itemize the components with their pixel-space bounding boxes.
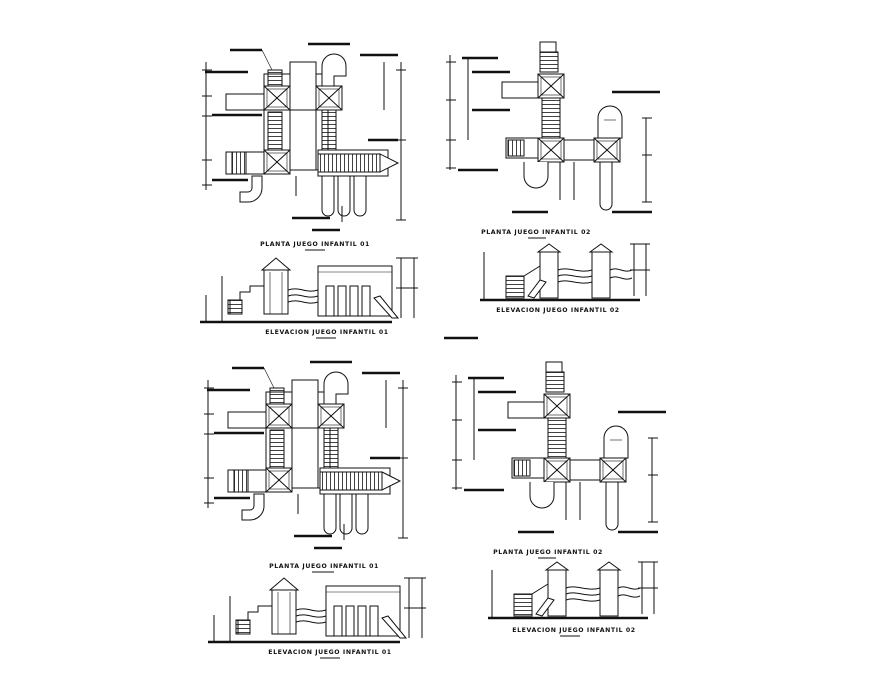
caption-elev-01-top: ELEVACION JUEGO INFANTIL 01 xyxy=(265,329,388,336)
plan-juego-01-top xyxy=(202,44,406,230)
plan-juego-02-bottom xyxy=(452,362,666,532)
plan-juego-02-top xyxy=(446,42,660,212)
elevation-juego-01-bottom xyxy=(206,576,428,644)
elevation-juego-01-top xyxy=(198,256,420,324)
elevation-juego-02-top xyxy=(478,242,652,302)
caption-plan-01-bottom: PLANTA JUEGO INFANTIL 01 xyxy=(269,563,379,570)
caption-elev-02-top: ELEVACION JUEGO INFANTIL 02 xyxy=(496,307,619,314)
caption-plan-02-bottom: PLANTA JUEGO INFANTIL 02 xyxy=(493,549,603,556)
caption-elev-02-bottom: ELEVACION JUEGO INFANTIL 02 xyxy=(512,627,635,634)
caption-plan-01-top: PLANTA JUEGO INFANTIL 01 xyxy=(260,241,370,248)
caption-elev-01-bottom: ELEVACION JUEGO INFANTIL 01 xyxy=(268,649,391,656)
caption-plan-02-top: PLANTA JUEGO INFANTIL 02 xyxy=(481,229,591,236)
elevation-juego-02-bottom xyxy=(486,560,660,620)
plan-juego-01-bottom xyxy=(204,362,408,548)
